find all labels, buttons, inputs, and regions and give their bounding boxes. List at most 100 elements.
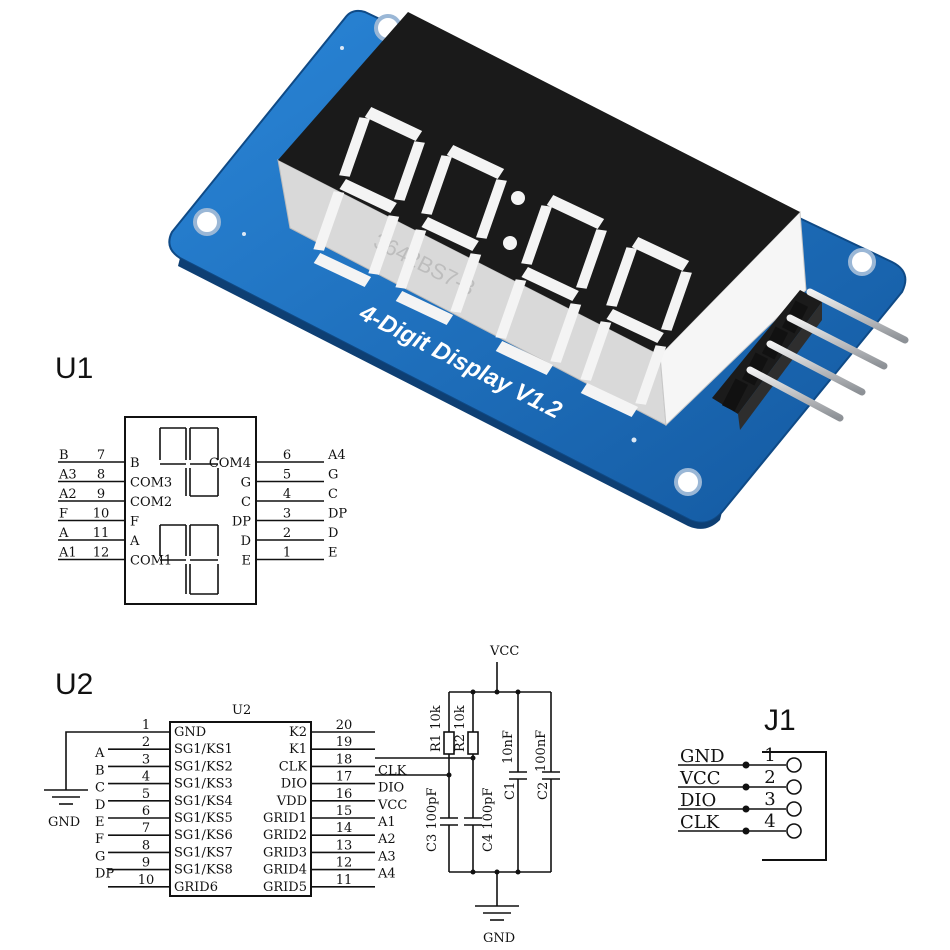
u2-net-label: F	[95, 832, 104, 847]
u1-net-label: DP	[328, 507, 347, 522]
u2-net-label: A3	[377, 849, 396, 864]
display-digits	[313, 106, 692, 418]
c1-label: C1	[503, 782, 518, 800]
u2-pin-number: 19	[336, 735, 353, 750]
u2-pin-name: SG1/KS2	[174, 759, 233, 774]
u2-pin-number: 4	[142, 770, 150, 785]
c1-value: 10nF	[501, 730, 516, 764]
colon	[503, 191, 525, 250]
j1-pin-socket	[786, 779, 802, 795]
u1-pin-number: 7	[97, 448, 105, 463]
u2-net-label: G	[95, 849, 105, 864]
u2-net-label: DIO	[378, 781, 404, 796]
u1-pin-name: C	[241, 495, 251, 510]
u2-pin-number: 20	[336, 718, 353, 733]
u2-pin-name: GND	[174, 725, 206, 740]
u1-pin-number: 3	[283, 507, 291, 522]
j1-pin-socket	[786, 801, 802, 817]
j1-pin-socket	[786, 757, 802, 773]
u1-net-label: A3	[58, 468, 77, 483]
u1-pin-name: B	[130, 456, 140, 471]
j1-pin-socket	[786, 823, 802, 839]
u2-pin-name: GRID4	[263, 863, 307, 878]
j1-junction-dot	[742, 783, 750, 791]
u2-pin-number: 1	[142, 718, 150, 733]
u2-pin-name: DIO	[281, 777, 307, 792]
u2-net-label: A1	[377, 815, 396, 830]
header-pins	[746, 288, 909, 422]
u2-pin-name: SG1/KS8	[174, 863, 233, 878]
u2-pin-number: 12	[336, 856, 353, 871]
j1-pin-name: CLK	[680, 812, 720, 833]
u1-pin-number: 1	[283, 546, 291, 561]
j1-junction-dot	[742, 805, 750, 813]
j1-pin-number: 4	[764, 811, 775, 832]
u1-net-label: A4	[327, 448, 346, 463]
u1-pin-number: 10	[93, 507, 110, 522]
c3-label: C3 100pF	[425, 787, 440, 852]
j1-title: J1	[764, 704, 796, 737]
u2-net-label: A2	[377, 832, 396, 847]
r2-resistor	[467, 731, 479, 755]
u1-net-label: E	[328, 546, 338, 561]
digit-2	[395, 144, 507, 326]
u1-pin-number: 6	[283, 448, 291, 463]
j1-pin-number: 3	[764, 789, 775, 810]
vcc-label: VCC	[489, 644, 519, 659]
u2-pin-number: 6	[142, 804, 150, 819]
u2-pin-number: 17	[336, 770, 353, 785]
tm1637-module-photo: 3642BS7-3	[168, 9, 909, 529]
u2-pin-number: 13	[336, 838, 353, 853]
u1-pin-number: 11	[93, 526, 110, 541]
u2-net-label: C	[95, 781, 105, 796]
u2-pin-name: GRID6	[174, 880, 218, 895]
u2-pin-name: SG1/KS6	[174, 828, 233, 843]
u1-pin-name: F	[130, 515, 139, 530]
u1-pin-number: 12	[93, 546, 110, 561]
u2-pin-number: 8	[142, 838, 150, 853]
pcb-edge	[178, 258, 722, 529]
u2-pin-name: SG1/KS4	[174, 794, 233, 809]
u1-body	[124, 416, 257, 605]
u2-pin-name: SG1/KS5	[174, 811, 233, 826]
u1-pin-name: G	[241, 476, 251, 491]
u1-net-label: A1	[58, 546, 77, 561]
u2-pin-number: 9	[142, 856, 150, 871]
u1-digit-bottom	[159, 524, 219, 595]
u1-pin-name: COM3	[130, 476, 172, 491]
u1-pin-number: 8	[97, 468, 105, 483]
j1-pin-name: DIO	[680, 790, 716, 811]
u1-pin-name: DP	[232, 515, 251, 530]
u1-net-label: F	[59, 507, 68, 522]
u2-net-label: A4	[377, 867, 396, 882]
u2-title: U2	[55, 668, 93, 701]
j1-pin-number: 2	[764, 767, 775, 788]
u1-pin-name: COM1	[130, 554, 172, 569]
u1-title: U1	[55, 352, 93, 385]
u2-pin-name: VDD	[276, 794, 307, 809]
u2-pin-name: GRID5	[263, 880, 307, 895]
u2-pin-number: 14	[336, 821, 353, 836]
gnd2-label: GND	[483, 931, 515, 946]
c2-value: 100nF	[534, 730, 549, 772]
u1-pin-number: 9	[97, 487, 105, 502]
u2-pin-name: CLK	[279, 759, 308, 774]
u2-pin-number: 3	[142, 752, 150, 767]
u2-net-label: B	[95, 763, 105, 778]
ground-icon	[44, 789, 88, 805]
u2-pin-name: GRID3	[263, 845, 307, 860]
u2-body	[169, 721, 312, 897]
u1-net-label: A2	[58, 487, 77, 502]
u1-net-label: G	[328, 468, 338, 483]
u2-pin-number: 10	[138, 873, 155, 888]
u2-passives: VCC R1 10k R2 10k C3 100pF C4 100pF	[375, 644, 560, 946]
u2-gnd-label: GND	[48, 815, 80, 830]
mounting-hole-right	[848, 248, 876, 276]
